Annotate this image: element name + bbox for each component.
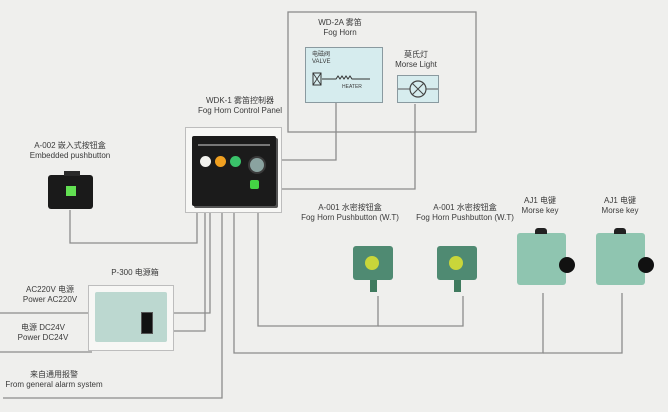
wire-morse-light-to-panel (281, 104, 416, 190)
morse-key-2-device (596, 228, 654, 285)
wire-pushbutton-1 (257, 212, 379, 327)
morse-light-label: 莫氏灯 Morse Light (395, 50, 437, 69)
embedded-pushbutton-label: A-002 嵌入式按钮盒 Embedded pushbutton (29, 141, 111, 160)
morse-key-1-label: AJ1 电键 Morse key (521, 196, 559, 215)
wire-embedded-pushbutton (69, 210, 198, 244)
wire-powerbox-to-panel (172, 212, 206, 332)
fog-horn-label: WD-2A 雾笛 Fog Horn (318, 18, 362, 37)
morse-light-box (397, 75, 439, 103)
wire-ac220 (0, 212, 211, 314)
morse-key-1-device (517, 228, 575, 285)
valve-label: 电磁阀 VALVE (312, 52, 331, 65)
heater-coil-icon (322, 75, 370, 80)
lamp-icon (398, 80, 438, 98)
green-pushbutton[interactable] (66, 186, 76, 196)
control-panel-label: WDK-1 雾笛控制器 Fog Horn Control Panel (197, 96, 283, 115)
morse-key-2-label: AJ1 电键 Morse key (601, 196, 639, 215)
white-indicator-lamp (200, 156, 211, 167)
power-switch[interactable] (141, 312, 153, 334)
heater-label: HEATER (342, 84, 362, 90)
dc-power-label: 电源 DC24V Power DC24V (17, 323, 69, 342)
alarm-input-label: 来自通用报警 From general alarm system (5, 370, 103, 389)
wire-morse-key-1 (233, 212, 544, 354)
power-box-device (95, 292, 167, 342)
valve-icon (312, 72, 322, 86)
power-box-label: P-300 电源箱 (111, 268, 159, 277)
selector-knob[interactable] (248, 156, 266, 174)
valve-heater-symbol (312, 72, 370, 86)
amber-indicator-lamp (215, 156, 226, 167)
ac-power-label: AC220V 电源 Power AC220V (22, 285, 78, 304)
yellow-pushbutton[interactable] (365, 256, 379, 270)
key-knob[interactable] (638, 257, 654, 273)
green-indicator-lamp (230, 156, 241, 167)
wire-pushbutton-2 (378, 296, 464, 327)
wire-fog-horn-to-panel (281, 95, 337, 161)
wire-morse-key-2 (543, 293, 623, 354)
control-panel-frame (185, 127, 282, 213)
yellow-pushbutton[interactable] (449, 256, 463, 270)
control-panel-device (192, 136, 276, 206)
embedded-pushbutton-device (48, 171, 93, 209)
pushbutton-2-label: A-001 水密按钮盒 Fog Horn Pushbutton (W.T) (416, 203, 514, 222)
wire-alarm (3, 212, 223, 399)
pushbutton-1-label: A-001 水密按钮盒 Fog Horn Pushbutton (W.T) (301, 203, 399, 222)
power-box-frame (88, 285, 174, 351)
fog-horn-enclosure-outline (287, 11, 477, 133)
pushbutton-2-device (437, 246, 477, 292)
fog-horn-box: 电磁阀 VALVE HEATER (305, 47, 383, 103)
key-knob[interactable] (559, 257, 575, 273)
pushbutton-1-device (353, 246, 393, 292)
test-button[interactable] (250, 180, 259, 189)
